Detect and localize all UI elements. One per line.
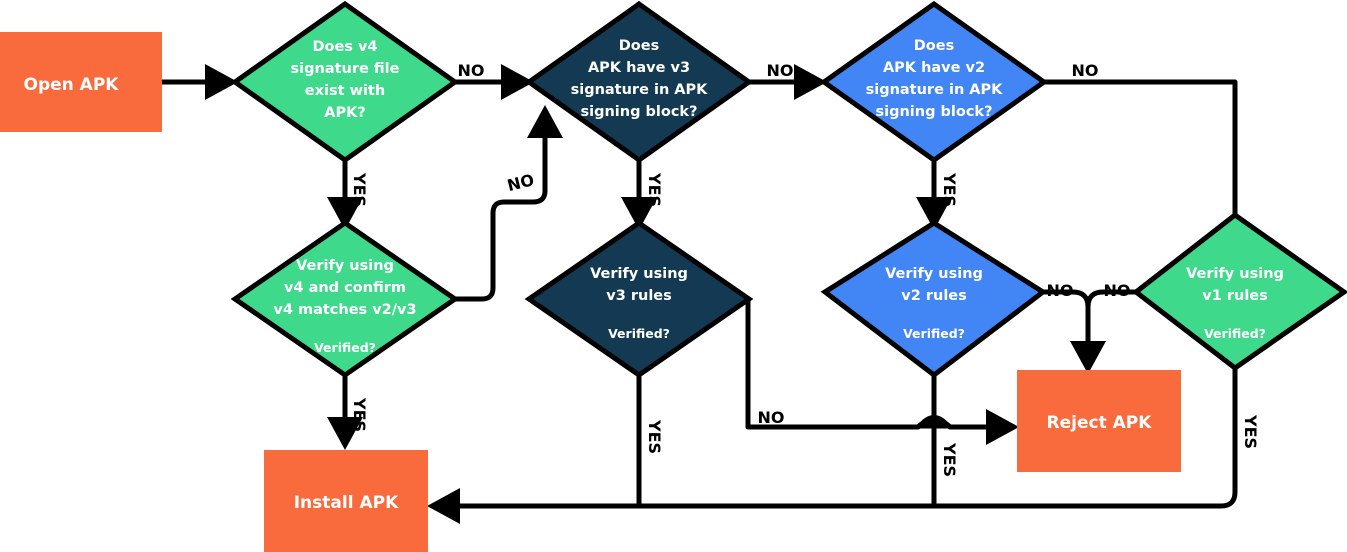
- v4-verify-diamond[interactable]: [230, 219, 460, 379]
- v4-exists-line-3: exist with: [305, 83, 385, 99]
- label-v1verify-no: NO: [1104, 281, 1131, 300]
- v4-verify-line-2: v4 and confirm: [284, 280, 406, 296]
- install-apk-box[interactable]: [264, 450, 428, 552]
- v2-exists-diamond[interactable]: [819, 0, 1049, 164]
- open-apk-box[interactable]: [0, 32, 162, 132]
- node-install-apk[interactable]: Install APK: [264, 450, 428, 552]
- label-v1verify-yes: YES: [1241, 414, 1260, 449]
- node-v3-signature-exists[interactable]: Does APK have v3 signature in APK signin…: [524, 0, 754, 164]
- label-v3verify-no: NO: [758, 408, 785, 427]
- v2-verify-diamond[interactable]: [820, 220, 1048, 379]
- edge-v1verify-yes: [1190, 368, 1238, 509]
- v2-exists-line-2: APK have v2: [883, 60, 985, 76]
- label-v4exists-yes: YES: [350, 172, 369, 207]
- node-v4-verify[interactable]: Verify using v4 and confirm v4 matches v…: [230, 219, 460, 379]
- reject-apk-box[interactable]: [1017, 370, 1181, 472]
- label-v3exists-no: NO: [767, 61, 794, 80]
- edge-v2verify-no: [1039, 289, 1106, 375]
- v3-verify-sub: Verified?: [608, 326, 670, 341]
- v2-exists-line-1: Does: [914, 38, 954, 54]
- node-open-apk[interactable]: Open APK: [0, 32, 162, 132]
- v4-exists-line-2: signature file: [291, 61, 400, 77]
- v3-verify-diamond[interactable]: [524, 219, 754, 379]
- node-v4-signature-exists[interactable]: Does v4 signature file exist with APK?: [230, 0, 460, 164]
- v4-verify-line-1: Verify using: [296, 258, 394, 274]
- label-v3verify-yes: YES: [645, 419, 664, 454]
- label-v2exists-no: NO: [1072, 61, 1099, 80]
- v2-verify-line-2: v2 rules: [901, 288, 967, 304]
- edge-v1verify-no: [1085, 289, 1140, 330]
- open-apk-label: Open APK: [24, 75, 120, 95]
- line-jump-marker: [914, 415, 954, 429]
- label-v4verify-yes: YES: [350, 397, 369, 432]
- edge-merge-to-reject: [748, 409, 1020, 445]
- v3-verify-line-1: Verify using: [590, 266, 688, 282]
- v1-verify-diamond[interactable]: [1131, 211, 1347, 372]
- label-v2verify-no: NO: [1047, 281, 1074, 300]
- node-v2-signature-exists[interactable]: Does APK have v2 signature in APK signin…: [819, 0, 1049, 164]
- v4-verify-sub: Verified?: [314, 340, 376, 355]
- edge-v4verify-no: [451, 104, 563, 302]
- v4-verify-line-3: v4 matches v2/v3: [273, 302, 416, 318]
- node-reject-apk[interactable]: Reject APK: [1017, 370, 1181, 472]
- label-v2verify-yes: YES: [940, 442, 959, 477]
- label-v2exists-yes: YES: [940, 172, 959, 207]
- v3-exists-line-2: APK have v3: [588, 60, 690, 76]
- v3-exists-line-4: signing block?: [581, 104, 698, 120]
- v1-verify-sub: Verified?: [1204, 326, 1266, 341]
- reject-apk-label: Reject APK: [1047, 413, 1153, 433]
- install-apk-label: Install APK: [294, 493, 399, 513]
- v4-exists-diamond[interactable]: [230, 0, 460, 164]
- node-v3-verify[interactable]: Verify using v3 rules Verified?: [524, 219, 754, 379]
- label-v4exists-no: NO: [458, 61, 485, 80]
- edge-v2exists-no: [1040, 79, 1238, 215]
- v3-verify-line-2: v3 rules: [606, 288, 672, 304]
- label-v4verify-no: NO: [505, 170, 536, 195]
- v1-verify-line-2: v1 rules: [1202, 288, 1268, 304]
- node-v2-verify[interactable]: Verify using v2 rules Verified?: [820, 220, 1048, 379]
- node-v1-verify[interactable]: Verify using v1 rules Verified?: [1131, 211, 1347, 372]
- v2-verify-sub: Verified?: [903, 326, 965, 341]
- v3-exists-line-1: Does: [619, 38, 659, 54]
- v4-exists-line-4: APK?: [324, 105, 366, 121]
- v2-exists-line-4: signing block?: [876, 104, 993, 120]
- v2-verify-line-1: Verify using: [885, 266, 983, 282]
- v4-exists-line-1: Does v4: [312, 39, 377, 55]
- v1-verify-line-1: Verify using: [1186, 266, 1284, 282]
- v3-exists-diamond[interactable]: [524, 0, 754, 164]
- v3-exists-line-3: signature in APK: [571, 82, 709, 98]
- label-v3exists-yes: YES: [645, 172, 664, 207]
- v2-exists-line-3: signature in APK: [866, 82, 1004, 98]
